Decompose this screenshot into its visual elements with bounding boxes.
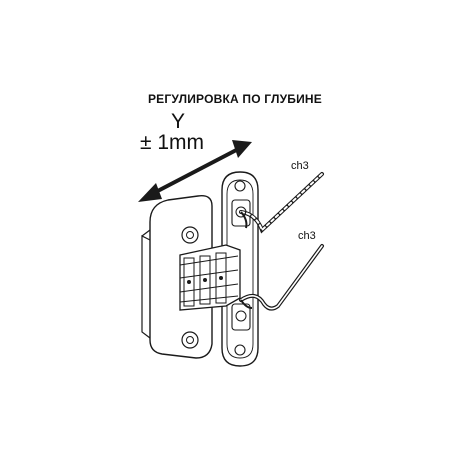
diagram-heading: РЕГУЛИРОВКА ПО ГЛУБИНЕ	[147, 92, 323, 106]
axis-letter-label: Y	[171, 110, 186, 133]
depth-adjustment-arrow	[138, 140, 252, 202]
hinge-knuckle-mechanism	[179, 244, 241, 311]
tolerance-label: ± 1mm	[140, 131, 205, 154]
hex-key-lower	[239, 244, 324, 311]
hex-key-size-label-upper: ch3	[291, 160, 309, 172]
hex-key-size-label-lower: ch3	[298, 230, 316, 242]
hex-key-upper	[239, 172, 324, 234]
